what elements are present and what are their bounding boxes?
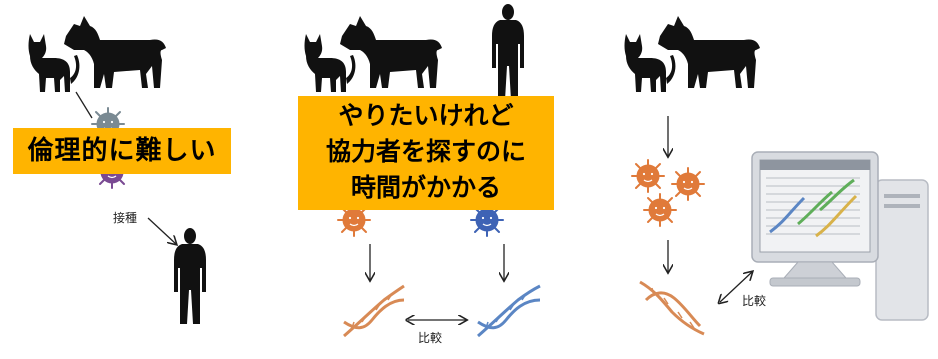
vaccinate-label: 接種 xyxy=(113,211,138,225)
panel-computer xyxy=(624,16,929,336)
person-silhouette xyxy=(174,228,206,324)
person-silhouette xyxy=(492,4,524,100)
ethics-callout: 倫理的に難しい xyxy=(13,128,231,174)
computer-icon xyxy=(751,151,929,321)
vaccinate-arrow xyxy=(147,217,176,244)
panel-ethics xyxy=(28,16,206,324)
compare-arrow xyxy=(720,272,752,302)
dog-silhouette xyxy=(658,16,760,88)
dna-icon xyxy=(639,280,705,336)
dna-icon xyxy=(343,284,405,338)
dog-silhouette xyxy=(340,16,442,88)
arrow-down xyxy=(75,91,93,119)
virus-icon xyxy=(631,159,665,193)
virus-icon xyxy=(643,193,677,227)
collaborator-callout: やりたいけれど 協力者を探すのに 時間がかかる xyxy=(298,96,554,210)
callout-line: 時間がかかる xyxy=(350,173,501,202)
callout-line: 協力者を探すのに xyxy=(325,137,526,166)
pc-tower xyxy=(875,179,929,321)
compare-label: 比較 xyxy=(742,294,767,308)
dog-silhouette xyxy=(64,16,166,88)
dna-icon xyxy=(477,284,541,338)
panel-collaborators xyxy=(304,4,541,338)
virus-icon xyxy=(671,167,705,201)
callout-line: やりたいけれど xyxy=(338,101,514,130)
compare-label: 比較 xyxy=(418,331,443,345)
